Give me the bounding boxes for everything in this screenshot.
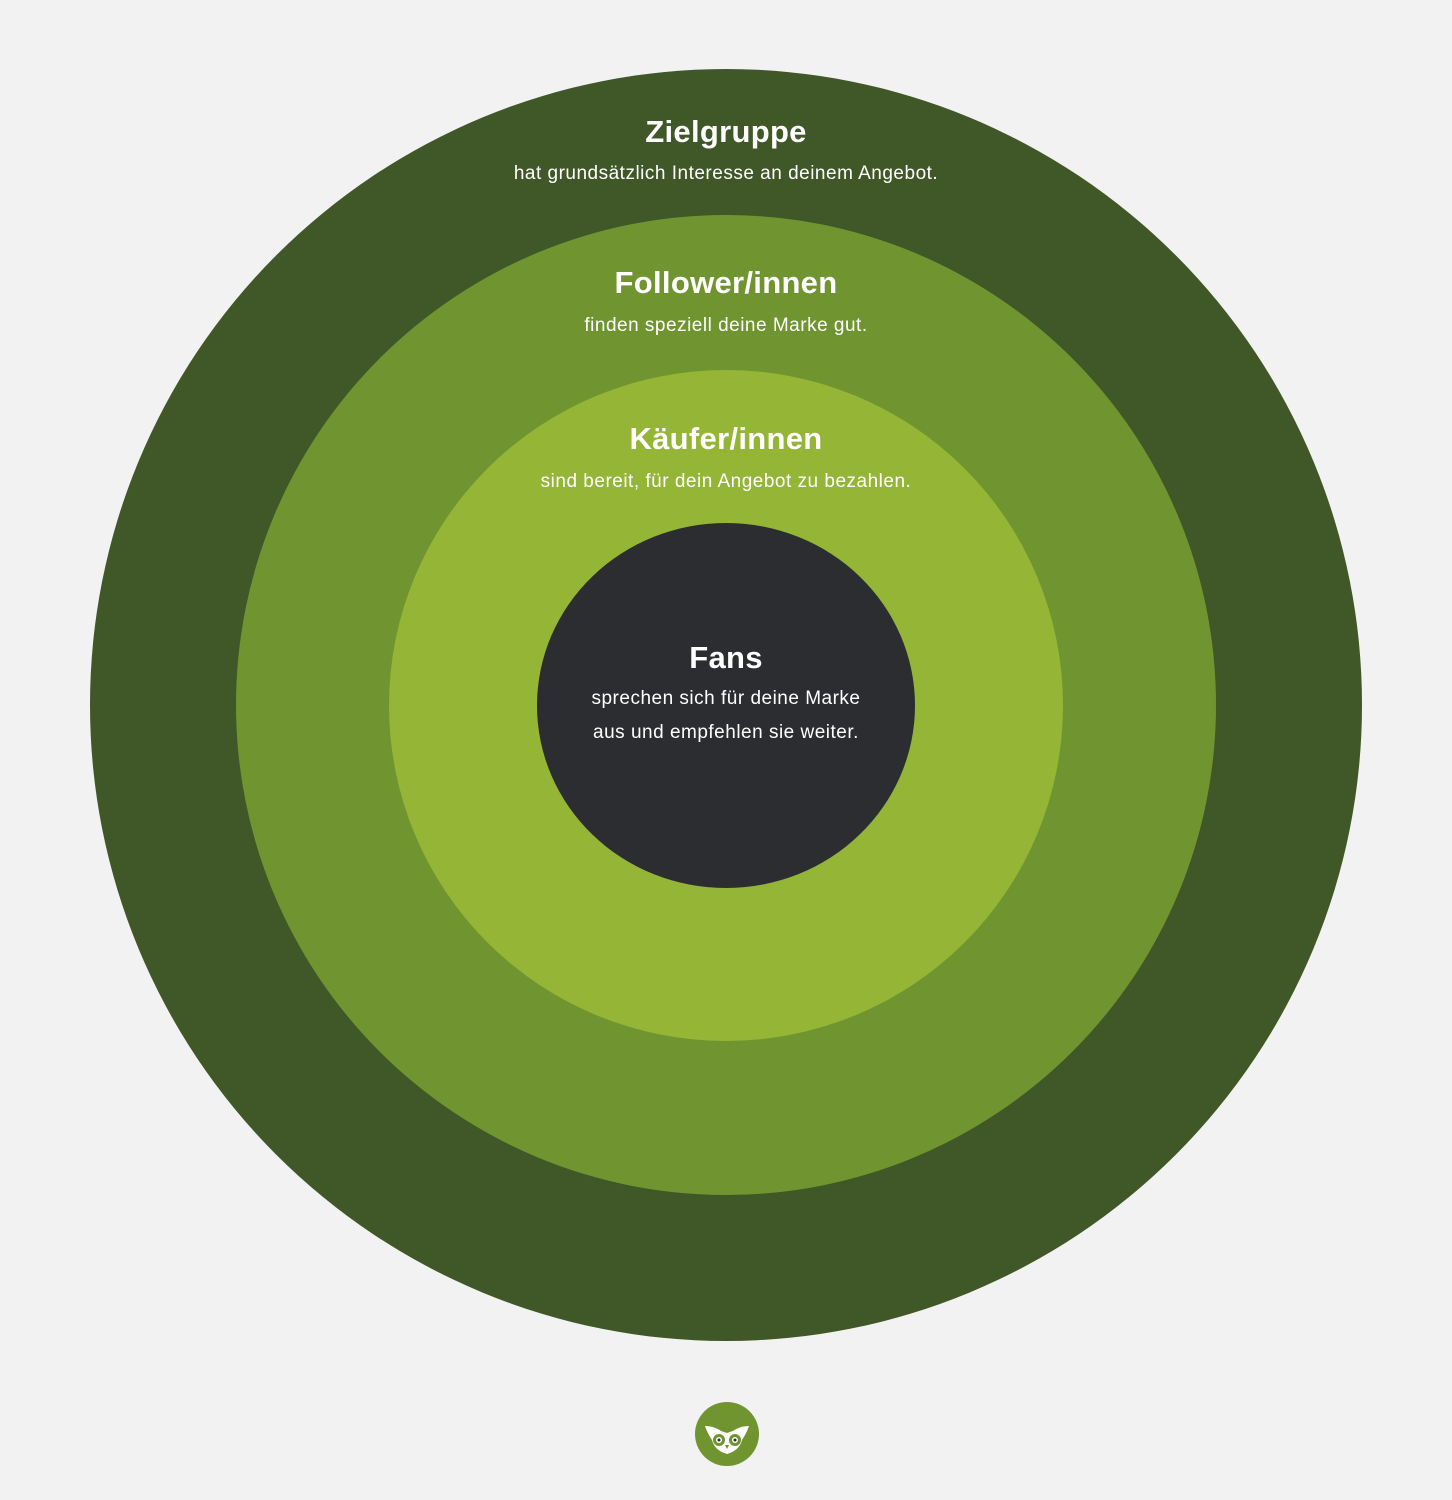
fans-description-line-1: sprechen sich für deine Marke (591, 688, 861, 709)
owl-icon (705, 1426, 749, 1454)
zielgruppe-title: Zielgruppe (645, 114, 807, 149)
followers-title: Follower/innen (614, 265, 838, 300)
followers-description: finden speziell deine Marke gut. (584, 315, 868, 336)
owl-logo (695, 1402, 759, 1466)
kaeufer-title: Käufer/innen (629, 421, 823, 456)
fans-title: Fans (689, 640, 763, 675)
kaeufer-description: sind bereit, für dein Angebot zu bezahle… (540, 471, 912, 492)
fans-description-line-2: aus und empfehlen sie weiter. (593, 722, 859, 743)
ring-fans (537, 523, 915, 888)
zielgruppe-description: hat grundsätzlich Interesse an deinem An… (513, 163, 939, 184)
